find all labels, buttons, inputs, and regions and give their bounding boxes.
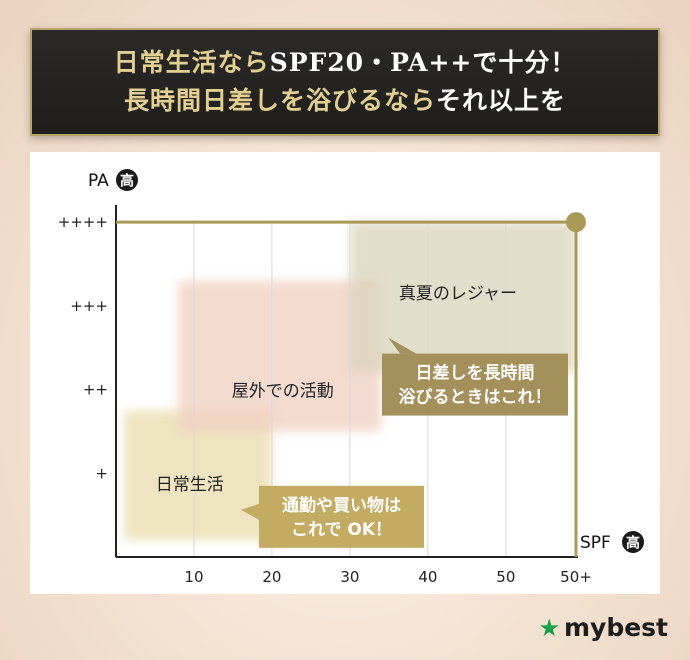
callout-box-3 xyxy=(382,353,568,416)
axis-titles-layer: PA 高 SPF 高 xyxy=(88,169,644,553)
y-tick-label-2: ++ xyxy=(83,381,108,399)
y-axis-title: PA xyxy=(88,171,109,191)
x-tick-label-2: 20 xyxy=(262,568,281,586)
x-tick-label-3: 30 xyxy=(340,568,359,586)
x-tick-label-1: 10 xyxy=(184,568,203,586)
region-1 xyxy=(123,410,272,541)
region-3 xyxy=(349,222,576,373)
axes-layer xyxy=(115,205,578,558)
headline-banner: 日常生活ならSPF20・PA++で十分！ 長時間日差しを浴びるならそれ以上を xyxy=(30,28,660,136)
region-label-3: 真夏のレジャー xyxy=(399,284,517,304)
y-badge-text: 高 xyxy=(120,173,134,190)
regions-layer xyxy=(123,222,576,541)
callout-box-1 xyxy=(259,485,424,548)
y-axis-high-badge: 高 xyxy=(116,169,138,191)
x-tick-label-5: 50 xyxy=(496,568,515,586)
y-tick-label-1: + xyxy=(95,464,108,482)
x-tick-label-4: 40 xyxy=(418,568,437,586)
max-point xyxy=(566,212,586,233)
headline-line-1: 日常生活ならSPF20・PA++で十分！ xyxy=(114,44,577,82)
logo-text: mybest xyxy=(563,613,668,642)
headline-1-text: SPF20・PA++で十分！ xyxy=(269,48,577,77)
x-axis-high-badge: 高 xyxy=(622,531,644,553)
x-tick-label-6: 50+ xyxy=(560,568,592,586)
callout-1-line-2: これで OK！ xyxy=(291,520,392,540)
headline-2-highlight: 長時間日差しを浴びるなら xyxy=(123,86,436,115)
star-icon: ★ xyxy=(538,613,560,642)
y-tick-label-4: ++++ xyxy=(58,213,108,231)
callout-tail-1 xyxy=(241,503,259,520)
max-layer xyxy=(116,212,586,557)
callout-tail-3 xyxy=(388,337,416,354)
region-label-1: 日常生活 xyxy=(156,475,224,495)
y-tick-label-3: +++ xyxy=(70,297,108,315)
region-2 xyxy=(178,280,382,432)
callout-3-line-2: 浴びるときはこれ！ xyxy=(399,387,552,408)
callout-1-line-1: 通勤や買い物は xyxy=(282,495,401,516)
x-axis-title: SPF xyxy=(580,533,611,553)
headline-1-highlight: 日常生活なら xyxy=(113,48,270,77)
x-badge-text: 高 xyxy=(626,535,640,552)
region-label-2: 屋外での活動 xyxy=(232,381,334,401)
mybest-logo: ★ mybest xyxy=(538,613,668,642)
headline-2-text: それ以上を xyxy=(436,86,567,115)
region-labels-layer: 日常生活 屋外での活動 真夏のレジャー xyxy=(156,284,517,495)
callout-3-line-1: 日差しを長時間 xyxy=(416,363,535,384)
headline-line-2: 長時間日差しを浴びるならそれ以上を xyxy=(124,82,566,120)
